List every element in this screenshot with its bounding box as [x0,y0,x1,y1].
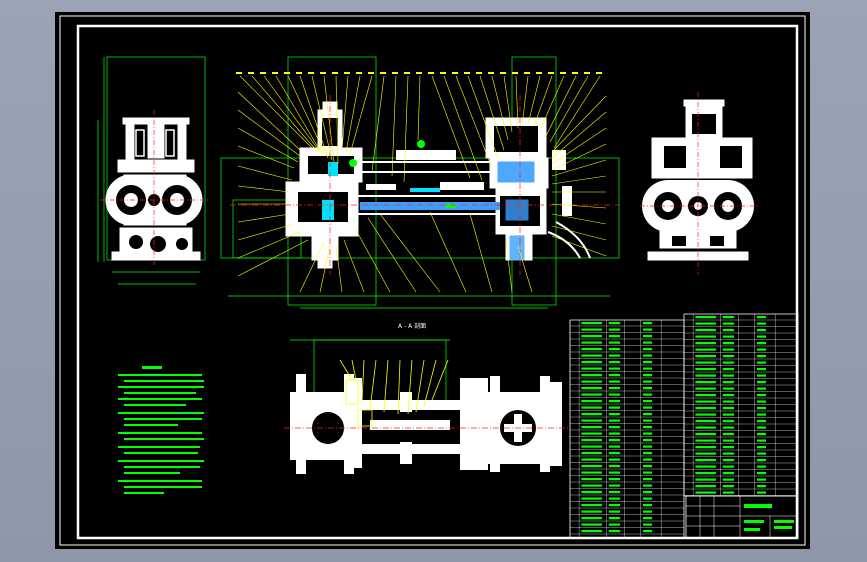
parts-list-table [569,313,799,539]
technical-notes [118,366,204,494]
main-section-view [220,56,620,309]
left-end-view [97,56,210,285]
drawing-frame [59,15,806,546]
section-label: A - A 剖面 [398,322,426,330]
title-block [685,495,799,539]
right-end-view [640,92,760,275]
plan-view [284,339,568,474]
